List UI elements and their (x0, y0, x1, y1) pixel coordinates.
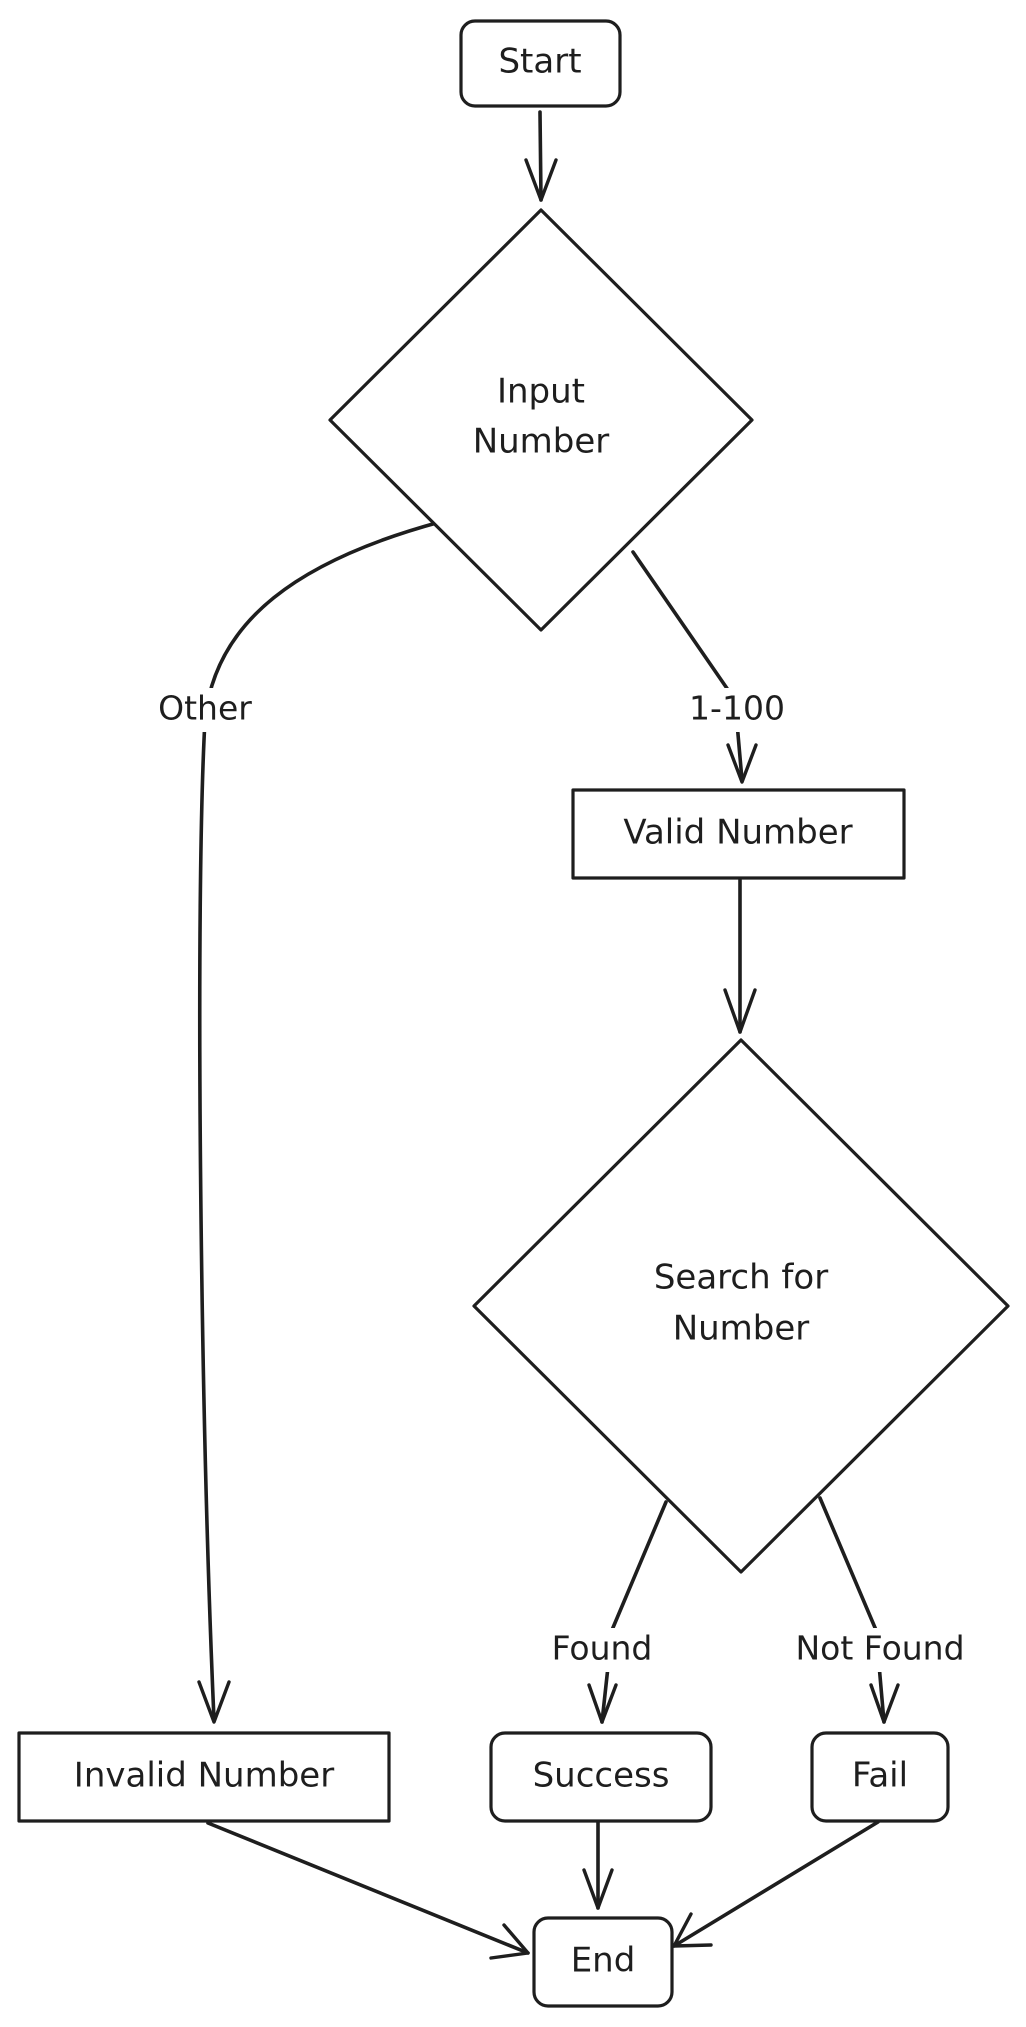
arrow-head-end-left (489, 1923, 530, 1960)
node-success[interactable]: Success (489, 1731, 713, 1823)
node-input-number-line1: Input (497, 372, 585, 412)
edge-invalid-to-end (206, 1821, 530, 1955)
node-start[interactable]: Start (459, 19, 622, 108)
node-end-label: End (571, 1941, 636, 1981)
arrow-head-end-top (582, 1868, 614, 1910)
edge-input-to-invalid (197, 520, 442, 1722)
node-input-number[interactable]: Input Number (328, 208, 754, 632)
node-fail-label: Fail (852, 1756, 908, 1796)
node-valid-number-label: Valid Number (623, 813, 852, 853)
edge-label-found: Found (552, 1629, 653, 1668)
edge-labels: Other 1-100 Found Not Found (144, 688, 984, 1672)
arrow-head-input (524, 158, 558, 202)
arrow-head-end-right (672, 1912, 713, 1948)
arrow-head-invalid (197, 1680, 231, 1724)
node-start-label: Start (498, 42, 581, 82)
edge-input-to-valid (631, 550, 744, 782)
edge-label-other: Other (158, 689, 252, 728)
edge-label-not-found: Not Found (795, 1629, 964, 1668)
edge-label-range: 1-100 (689, 689, 785, 728)
edge-fail-to-end (672, 1820, 880, 1948)
edge-search-to-success (600, 1500, 668, 1724)
edge-start-to-input (538, 110, 543, 202)
arrow-head-success (587, 1683, 618, 1724)
node-end[interactable]: End (532, 1916, 674, 2008)
node-success-label: Success (533, 1756, 670, 1796)
node-invalid-number-label: Invalid Number (74, 1756, 334, 1796)
node-search-line1: Search for (654, 1258, 828, 1298)
node-invalid-number[interactable]: Invalid Number (17, 1731, 391, 1823)
node-fail[interactable]: Fail (810, 1731, 950, 1823)
node-search-line2: Number (673, 1309, 810, 1349)
edge-search-to-fail (818, 1496, 886, 1724)
node-input-number-line2: Number (473, 422, 610, 462)
node-search-for-number[interactable]: Search for Number (472, 1038, 1010, 1574)
arrow-head-search (723, 988, 757, 1034)
arrow-head-fail (869, 1683, 900, 1724)
edges (197, 110, 900, 1960)
arrow-head-valid (726, 743, 758, 784)
node-valid-number[interactable]: Valid Number (571, 788, 906, 880)
